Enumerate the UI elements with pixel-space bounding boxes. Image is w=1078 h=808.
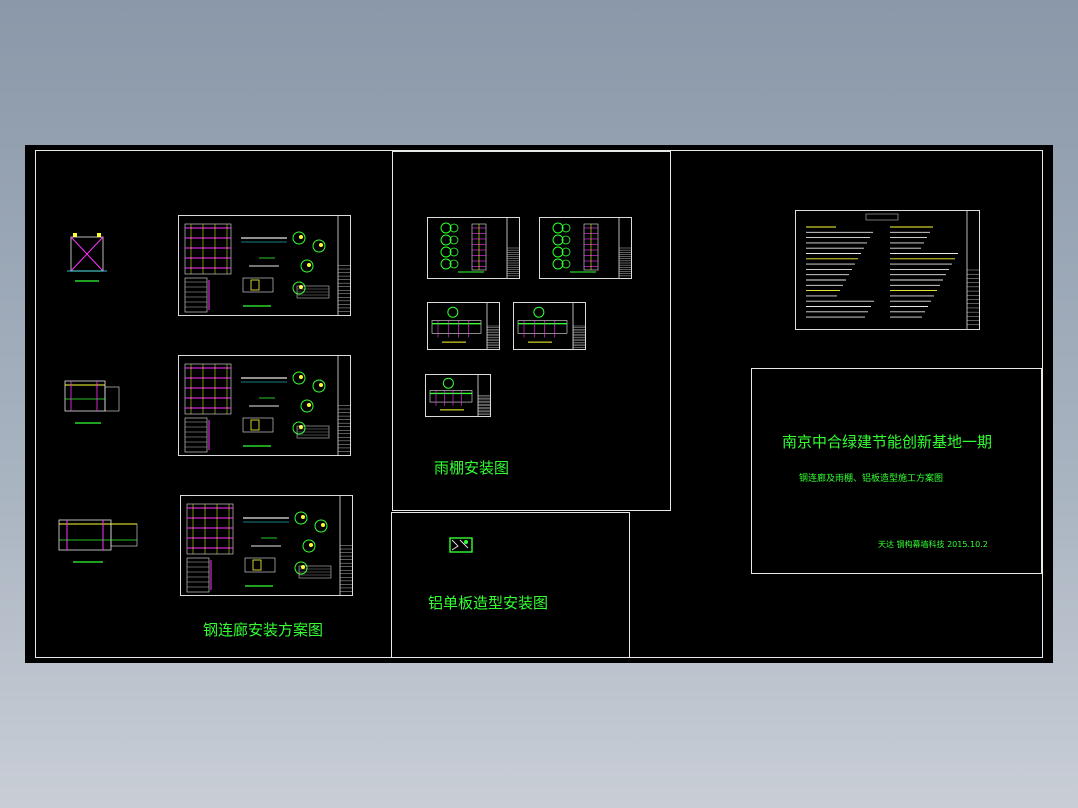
canopy-sheet-5[interactable] <box>425 374 491 417</box>
aluminum-section-frame <box>391 512 630 658</box>
canopy-section-frame <box>392 151 671 511</box>
aluminum-detail[interactable] <box>448 536 476 556</box>
canopy-sheet-2[interactable] <box>539 217 632 279</box>
drawing-subtitle: 钢连廊及雨棚、铝板造型施工方案图 <box>799 474 944 484</box>
cad-model-space[interactable]: 钢连廊安装方案图 雨棚安装图 铝单板造型安装图 南京中合绿建节能创新基地一期 钢… <box>25 145 1053 663</box>
canopy-title: 雨棚安装图 <box>434 459 510 477</box>
corridor-detail-plan-1[interactable] <box>63 225 118 285</box>
corridor-sheet-3[interactable] <box>180 495 353 596</box>
title-block-frame <box>751 368 1042 574</box>
project-title: 南京中合绿建节能创新基地一期 <box>782 433 993 451</box>
corridor-sheet-1[interactable] <box>178 215 351 316</box>
corridor-sheet-2[interactable] <box>178 355 351 456</box>
canopy-sheet-1[interactable] <box>427 217 520 279</box>
corridor-detail-plan-3[interactable] <box>53 510 141 578</box>
design-notes-sheet[interactable] <box>795 210 980 330</box>
corridor-detail-plan-2[interactable] <box>61 373 129 437</box>
canopy-sheet-4[interactable] <box>513 302 586 350</box>
steel-corridor-title: 钢连廊安装方案图 <box>203 621 324 639</box>
aluminum-title: 铝单板造型安装图 <box>428 594 549 612</box>
canopy-sheet-3[interactable] <box>427 302 500 350</box>
company-date: 天达 钢构幕墙科技 2015.10.2 <box>878 540 988 549</box>
